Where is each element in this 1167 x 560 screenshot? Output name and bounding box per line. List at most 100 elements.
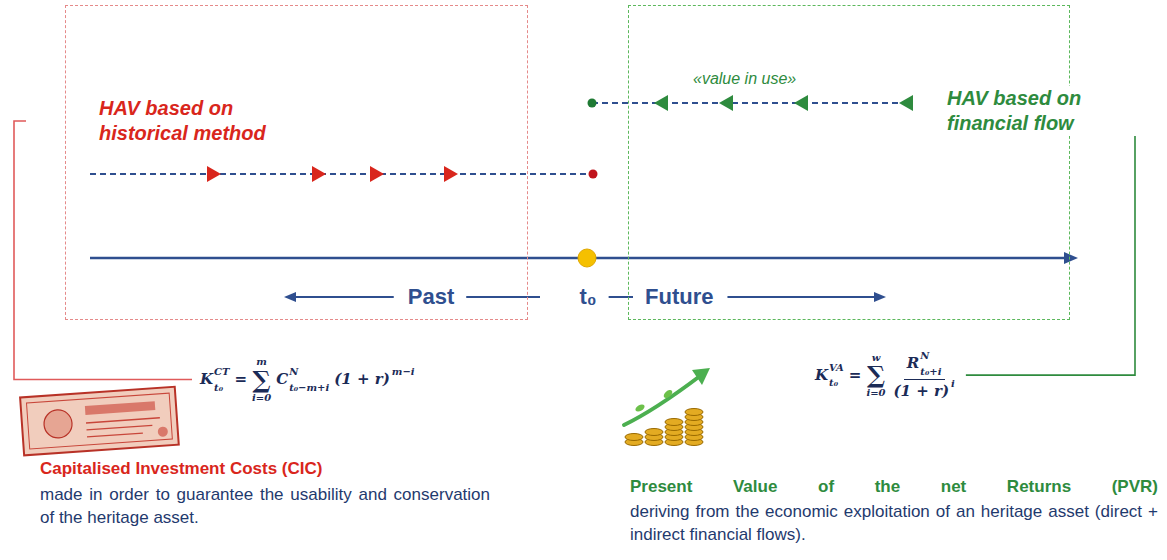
formula-group: RNt₀+i (1 + r)i bbox=[891, 350, 958, 400]
formula: KVAt₀=w∑i=0RNt₀+i(1 + r)i bbox=[815, 350, 958, 400]
formula-symbol: K bbox=[200, 371, 213, 388]
flow-arrowhead bbox=[444, 166, 458, 182]
banknote-line bbox=[87, 425, 153, 430]
formula-symbol: C bbox=[276, 371, 288, 388]
text-slot: Past bbox=[408, 284, 454, 310]
text-slot: «value in use» bbox=[691, 70, 798, 88]
formula-group: (1 + r)m−i bbox=[334, 371, 414, 388]
leaf bbox=[634, 403, 646, 413]
method-heading: HAV based on financial flow bbox=[945, 86, 1145, 136]
formula-symbol: VA bbox=[829, 362, 844, 374]
flow-arrowhead bbox=[719, 95, 733, 111]
formula-symbol: N bbox=[289, 366, 298, 378]
formula-symbol: i=0 bbox=[252, 392, 271, 404]
timeline-label: Past bbox=[408, 284, 454, 310]
coins-icon bbox=[624, 368, 710, 446]
description-heading: Present Value of the net Returns (PVR) bbox=[630, 476, 1158, 498]
flow-arrowhead bbox=[794, 95, 808, 111]
formula-symbol: = bbox=[849, 367, 862, 384]
banknote-line bbox=[86, 418, 160, 423]
formula: KCT t₀ = m∑i=0 CNt₀−m+i (1 + r)m−i bbox=[200, 356, 415, 403]
text-slot: Capitalised Investment Costs (CIC) bbox=[40, 458, 322, 480]
formula-group: (1 + r)i bbox=[891, 380, 958, 400]
formula-group: KCT t₀ bbox=[200, 366, 229, 393]
formula-symbol: ∑ bbox=[253, 368, 271, 392]
timeline-label: Future bbox=[645, 284, 713, 310]
coin bbox=[645, 429, 663, 436]
formula-symbol: i=0 bbox=[866, 387, 885, 399]
formula-group: VA t₀ bbox=[829, 362, 844, 389]
coin bbox=[685, 409, 703, 416]
method-heading: HAV based on historical method bbox=[99, 96, 299, 146]
historical-flow-line bbox=[90, 173, 590, 175]
banknote-icon bbox=[20, 387, 179, 456]
formula-symbol: CT bbox=[214, 366, 229, 378]
formula-group: RNt₀+i bbox=[907, 350, 942, 377]
banknote-band bbox=[85, 401, 155, 415]
text-slot: Present Value of the net Returns (PVR) bbox=[630, 476, 1158, 498]
past-region: HAV based on historical method bbox=[65, 5, 528, 320]
present-point bbox=[578, 249, 596, 267]
formula-symbol: i bbox=[951, 378, 955, 390]
leader-bracket bbox=[14, 121, 192, 380]
formula-group: CT t₀ bbox=[214, 366, 229, 393]
flow-arrowhead bbox=[370, 166, 384, 182]
timeline-arrowhead bbox=[1064, 252, 1078, 264]
formula-symbol: t₀+i bbox=[920, 366, 941, 378]
growth-arrowhead bbox=[692, 368, 710, 385]
flow-arrowhead bbox=[654, 95, 668, 111]
formula-group: CNt₀−m+i bbox=[276, 366, 329, 393]
text-slot: HAV based on historical method bbox=[99, 96, 299, 146]
formula-group: m∑i=0 bbox=[252, 356, 271, 403]
banknote-body bbox=[20, 387, 179, 456]
formula-symbol: ∑ bbox=[867, 363, 885, 387]
formula-group: RNt₀+i bbox=[904, 350, 945, 380]
flow-arrowhead bbox=[207, 166, 221, 182]
direction-arrowhead bbox=[284, 292, 296, 302]
formula-symbol: t₀ bbox=[214, 382, 223, 394]
flow-end-dot bbox=[588, 99, 597, 108]
banknote-mark bbox=[157, 426, 168, 437]
formula-symbol: (1 + r) bbox=[334, 371, 390, 388]
direction-arrow bbox=[292, 296, 394, 298]
formula-symbol: (1 + r) bbox=[894, 383, 950, 400]
flow-label: «value in use» bbox=[691, 70, 798, 88]
formula-group: Nt₀−m+i bbox=[289, 366, 329, 393]
direction-arrow bbox=[727, 296, 878, 298]
direction-dash bbox=[609, 296, 633, 298]
coin bbox=[665, 419, 683, 426]
coin bbox=[625, 434, 643, 441]
description-text: deriving from the economic exploitation … bbox=[630, 500, 1158, 546]
banknote-seal bbox=[43, 409, 73, 439]
description-text: made in order to guarantee the usability… bbox=[40, 483, 490, 529]
future-region: «value in use»HAV based on financial flo… bbox=[628, 5, 1070, 320]
text-slot: HAV based on financial flow bbox=[945, 86, 1145, 136]
formula-group: Nt₀+i bbox=[920, 350, 941, 377]
text-slot: Future bbox=[645, 284, 713, 310]
banknote-frame bbox=[27, 393, 173, 449]
formula-group: w∑i=0 bbox=[866, 352, 885, 399]
text-slot: t₀ bbox=[579, 284, 596, 310]
formula-symbol: = bbox=[234, 371, 247, 388]
text-slot: made in order to guarantee the usability… bbox=[40, 483, 490, 529]
formula-symbol: t₀ bbox=[829, 377, 838, 389]
banknote-line bbox=[87, 433, 143, 437]
formula-symbol: K bbox=[815, 367, 828, 384]
formula-symbol: w bbox=[872, 352, 881, 364]
direction-arrowhead bbox=[874, 292, 886, 302]
description-heading: Capitalised Investment Costs (CIC) bbox=[40, 458, 322, 480]
flow-arrowhead bbox=[899, 95, 913, 111]
flow-end-dot bbox=[589, 170, 598, 179]
leaf bbox=[662, 388, 674, 399]
formula-group: (1 + r)i bbox=[894, 383, 955, 400]
formula-symbol: R bbox=[907, 355, 919, 372]
growth-arrow bbox=[624, 376, 700, 425]
value-flow-line bbox=[592, 102, 912, 104]
formula-group: KVA t₀ bbox=[815, 362, 844, 389]
text-slot: deriving from the economic exploitation … bbox=[630, 500, 1158, 546]
formula-symbol: N bbox=[920, 350, 929, 362]
timeline-label: t₀ bbox=[579, 284, 596, 310]
direction-dash bbox=[466, 296, 540, 298]
formula-symbol: t₀−m+i bbox=[289, 382, 329, 394]
